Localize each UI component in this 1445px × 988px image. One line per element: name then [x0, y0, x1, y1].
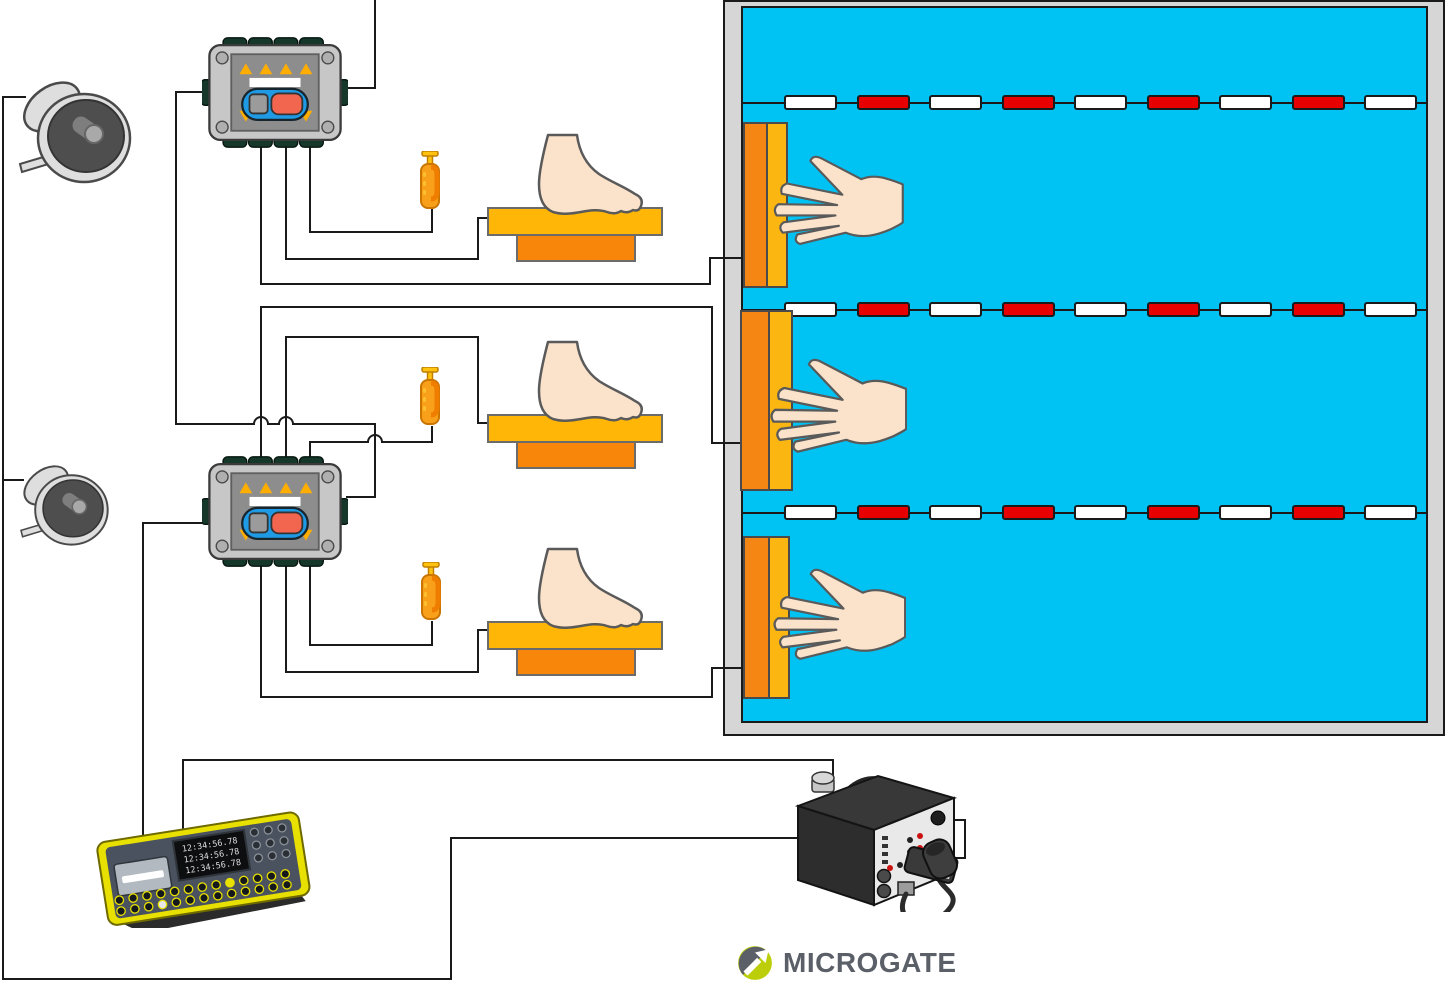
swimming-pool [723, 0, 1445, 736]
touchpad-2 [740, 310, 793, 491]
lane-float [1291, 302, 1345, 317]
volume-knob [930, 810, 946, 826]
lane-float [1001, 505, 1055, 520]
lane-float [929, 302, 982, 317]
cable-startblock-1 [285, 144, 506, 260]
cable-daisy-chain [175, 91, 376, 498]
start-device [794, 771, 966, 912]
junction-box-1 [202, 36, 348, 149]
touchpad-edge [767, 312, 791, 489]
cable-speakers [2, 96, 800, 980]
lane-float [1146, 95, 1200, 110]
mic-holder-wire [952, 819, 966, 859]
manual-push-button-1 [418, 151, 442, 209]
cable-touchpad-3 [260, 562, 743, 698]
cable-scoreboard [344, 0, 376, 89]
start-block-1 [487, 128, 663, 262]
start-block-3 [487, 542, 663, 676]
lane-float [929, 505, 982, 520]
touchpad-face [742, 312, 768, 489]
touchpad-3 [743, 536, 790, 699]
start-block-2 [487, 335, 663, 469]
touchpad-face [745, 538, 768, 697]
printer-paper-slot [121, 870, 164, 884]
lane-float [1001, 95, 1055, 110]
microgate-logo-icon [738, 946, 772, 980]
microgate-logo: MICROGATE [736, 944, 957, 982]
lane-float [1291, 95, 1345, 110]
lane-float [1291, 505, 1345, 520]
lane-float [1146, 302, 1200, 317]
manual-push-button-3 [419, 562, 443, 620]
cable-touchpad-2 [260, 306, 740, 462]
swimmer-hand-icon [772, 568, 906, 665]
lane-float [856, 505, 910, 520]
lane-rope-3 [743, 505, 1426, 521]
microphone-icon [922, 838, 958, 880]
pool-water [740, 6, 1428, 723]
cable-console [142, 522, 204, 840]
lane-float [856, 302, 910, 317]
console-display [171, 828, 252, 882]
lane-float [1001, 302, 1055, 317]
touchpad-face [745, 124, 767, 286]
lane-float [1074, 95, 1127, 110]
cable-pushbutton-2 [309, 426, 433, 462]
lane-float [1364, 302, 1417, 317]
lane-float [1364, 95, 1417, 110]
horn-speaker-1 [6, 76, 138, 190]
lane-float [784, 302, 837, 317]
manual-push-button-2 [418, 367, 442, 425]
cable-pushbutton-3 [309, 562, 433, 646]
microgate-logo-text: MICROGATE [783, 947, 957, 978]
lane-float [1219, 302, 1272, 317]
lane-float [784, 95, 837, 110]
lane-float [784, 505, 837, 520]
cable-startblock-3 [285, 562, 506, 673]
lane-float [856, 95, 910, 110]
lane-float [929, 95, 982, 110]
lane-float [1219, 505, 1272, 520]
swimmer-hand-icon [771, 155, 905, 250]
mic-cable [900, 869, 956, 912]
timing-console: 12:34:56.78 12:34:56.78 12:34:56.78 [96, 811, 311, 928]
lane-float [1146, 505, 1200, 520]
horn-speaker-2 [10, 456, 114, 556]
cable-touchpad-1 [260, 144, 743, 285]
swimmer-hand-icon [769, 358, 907, 458]
cable-startblock-2 [285, 336, 506, 462]
lane-rope-1 [743, 95, 1426, 111]
lane-float [1074, 505, 1127, 520]
lane-rope-2 [743, 302, 1426, 318]
lane-float [1074, 302, 1127, 317]
junction-box-2 [202, 455, 348, 568]
console-keypad [114, 823, 292, 916]
cable-pushbutton-1 [309, 144, 433, 233]
lane-float [1219, 95, 1272, 110]
lane-float [1364, 505, 1417, 520]
